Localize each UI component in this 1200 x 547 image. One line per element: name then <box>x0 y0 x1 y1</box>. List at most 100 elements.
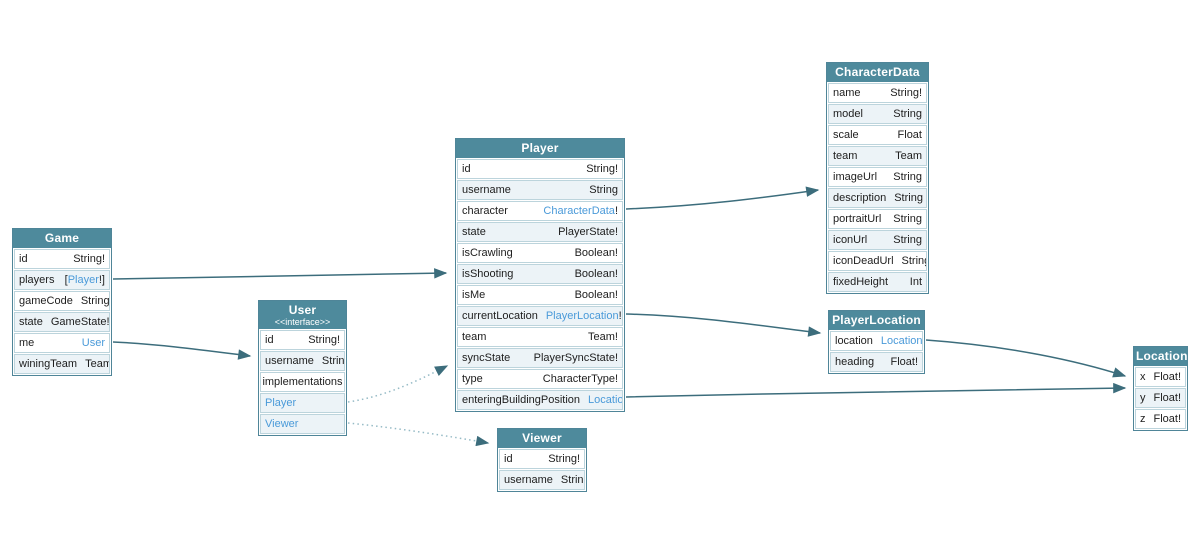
table-header[interactable]: CharacterData <box>827 63 928 82</box>
type-text: String <box>894 192 923 204</box>
field-row[interactable]: me User <box>14 333 110 353</box>
field-name: enteringBuildingPosition <box>462 394 581 406</box>
field-type: PlayerLocation! <box>546 307 622 325</box>
type-link[interactable]: CharacterData <box>543 205 615 217</box>
type-link[interactable]: PlayerLocation <box>545 310 619 322</box>
field-row[interactable]: players[Player!] <box>14 270 110 290</box>
field-type: String! <box>890 84 922 102</box>
table-header[interactable]: Game <box>13 229 111 248</box>
field-type: String! <box>308 331 340 349</box>
field-name: state <box>462 226 486 238</box>
field-name: players <box>19 274 55 286</box>
type-link[interactable]: Location <box>880 335 923 347</box>
table-header[interactable]: PlayerLocation <box>829 311 924 330</box>
field-name: syncState <box>462 352 511 364</box>
table-header[interactable]: User<<interface>> <box>259 301 346 329</box>
type-text: Int <box>909 276 922 288</box>
field-row[interactable]: scale Float <box>828 125 927 145</box>
edge-game-players-to-player <box>112 268 448 280</box>
table-title: PlayerLocation <box>832 313 921 327</box>
field-row[interactable]: id String! <box>499 449 585 469</box>
type-link[interactable]: Location <box>588 394 623 406</box>
field-name: id <box>504 453 513 465</box>
field-name: me <box>19 337 35 349</box>
field-type: String <box>561 471 584 489</box>
field-row[interactable]: isCrawling Boolean! <box>457 243 623 263</box>
type-link[interactable]: Player <box>265 397 297 409</box>
field-row[interactable]: syncState PlayerSyncState! <box>457 348 623 368</box>
field-name: id <box>19 253 28 265</box>
field-name: winingTeam <box>19 358 78 370</box>
type-text: GameState! <box>50 316 110 328</box>
field-type: GameState! <box>50 313 110 331</box>
type-text: String <box>893 213 922 225</box>
field-type: Float! <box>1154 389 1182 407</box>
type-text: PlayerSyncState! <box>533 352 618 364</box>
field-type: Location! <box>880 332 923 350</box>
edge-player-character-to-characterdata <box>625 186 820 210</box>
implementation-row[interactable]: Player <box>260 393 345 413</box>
field-row[interactable]: type CharacterType! <box>457 369 623 389</box>
edge-playerlocation-location-to-location <box>925 339 1127 378</box>
field-name: scale <box>833 129 859 141</box>
field-row[interactable]: winingTeam Team <box>14 354 110 374</box>
field-row[interactable]: name String! <box>828 83 927 103</box>
field-row[interactable]: model String <box>828 104 927 124</box>
field-name: currentLocation <box>462 310 538 322</box>
field-row[interactable]: enteringBuildingPosition Location <box>457 390 623 410</box>
type-text: Float <box>897 129 922 141</box>
field-type: Team! <box>588 328 618 346</box>
type-link[interactable]: User <box>81 337 105 349</box>
field-type: String <box>322 352 344 370</box>
field-row[interactable]: currentLocation PlayerLocation! <box>457 306 623 326</box>
field-name: name <box>833 87 861 99</box>
section-label: implementations <box>262 376 343 388</box>
table-header[interactable]: Location <box>1134 347 1187 366</box>
type-text: String <box>893 108 922 120</box>
type-link[interactable]: Player <box>67 274 99 286</box>
field-type: CharacterType! <box>543 370 618 388</box>
type-link[interactable]: Viewer <box>265 418 299 430</box>
field-row[interactable]: team Team! <box>457 327 623 347</box>
field-name: model <box>833 108 863 120</box>
implementation-row[interactable]: Viewer <box>260 414 345 434</box>
table-header[interactable]: Player <box>456 139 624 158</box>
field-type: CharacterData! <box>543 202 618 220</box>
field-name: z <box>1140 413 1146 425</box>
field-type: String! <box>548 450 580 468</box>
field-row[interactable]: iconDeadUrlString <box>828 251 927 271</box>
table-header[interactable]: Viewer <box>498 429 586 448</box>
field-name: type <box>462 373 483 385</box>
field-name: isShooting <box>462 268 514 280</box>
type-text: Boolean! <box>574 247 618 259</box>
type-text: Team <box>85 358 110 370</box>
field-name: team <box>462 331 487 343</box>
field-name: isCrawling <box>462 247 513 259</box>
